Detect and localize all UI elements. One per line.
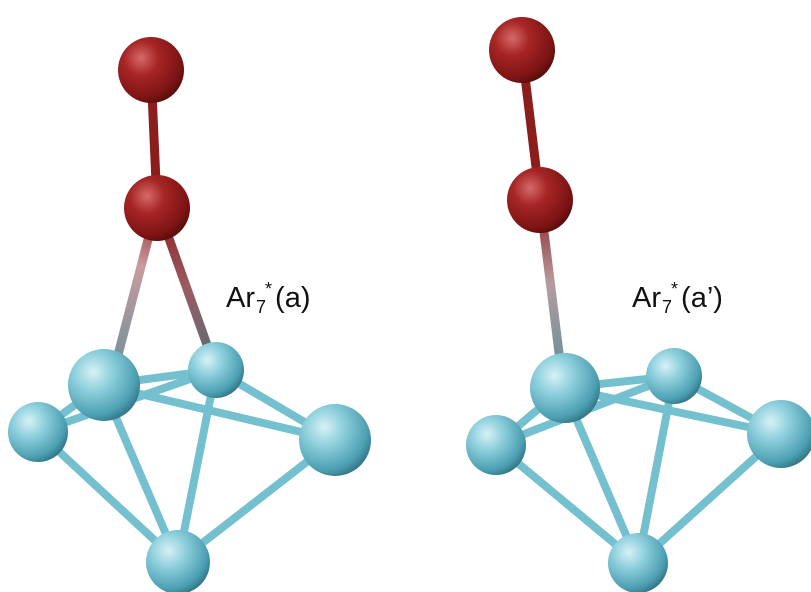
argon-atom — [747, 400, 811, 468]
argon-atom — [646, 348, 702, 404]
argon-atom — [188, 342, 244, 398]
structure-label-a: Ar7*(a) — [226, 280, 310, 316]
structure-label-a-prime: Ar7*(a’) — [632, 280, 723, 316]
label-base: Ar — [632, 282, 661, 314]
label-suffix: (a’) — [681, 282, 723, 314]
label-superscript: * — [265, 279, 273, 299]
bond-ar-ar — [634, 372, 678, 567]
label-suffix: (a) — [275, 282, 311, 314]
oxygen-atom — [118, 37, 184, 103]
argon-atom — [608, 533, 668, 592]
argon-atom — [466, 415, 526, 475]
argon-atom — [68, 349, 140, 421]
structure-a — [8, 37, 371, 592]
bond-ar-ar — [492, 441, 642, 567]
bond-ar-ar — [174, 366, 220, 566]
oxygen-atom — [124, 175, 190, 241]
structure-a-prime — [466, 17, 811, 592]
argon-atom — [8, 402, 68, 462]
label-subscript: 7 — [662, 297, 673, 317]
argon-atom — [146, 530, 210, 592]
bond-ar-ar — [559, 384, 785, 438]
label-subscript: 7 — [256, 297, 267, 317]
oxygen-atom — [489, 17, 555, 83]
label-base: Ar — [226, 282, 255, 314]
argon-atom — [530, 353, 600, 423]
argon-atom — [299, 404, 371, 476]
label-superscript: * — [671, 279, 679, 299]
oxygen-atom — [507, 167, 573, 233]
